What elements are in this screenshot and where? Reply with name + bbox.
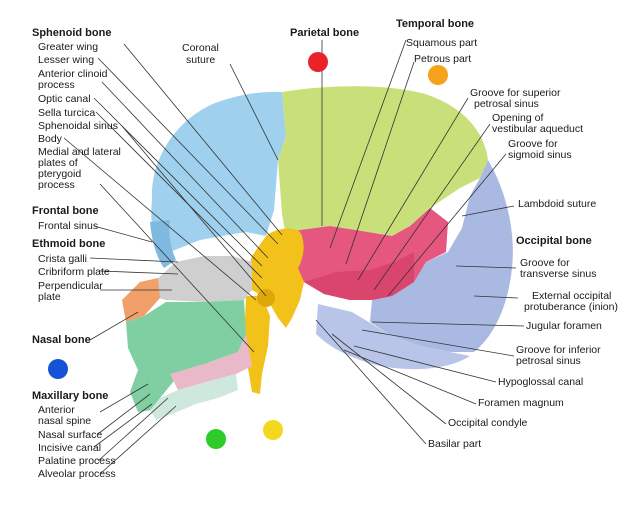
pterygoid-plates-region: [244, 296, 270, 394]
occipital-lower-region: [316, 304, 470, 370]
marker-red[interactable]: [308, 52, 328, 72]
label-optic-canal: Optic canal: [38, 93, 91, 105]
label-squamous-part: Squamous part: [406, 37, 477, 49]
label-frontal-sinus: Frontal sinus: [38, 220, 98, 232]
label-anterior-clinoid-2: process: [38, 79, 75, 91]
label-maxillary-bone: Maxillary bone: [32, 390, 108, 402]
label-ext-occipital-1: External occipital: [532, 290, 611, 302]
marker-yellow[interactable]: [263, 420, 283, 440]
marker-green[interactable]: [206, 429, 226, 449]
label-pterygoid-1: Medial and lateral: [38, 146, 121, 158]
label-groove-sigmoid-1: Groove for: [508, 138, 558, 150]
label-incisive-canal: Incisive canal: [38, 442, 101, 454]
label-occipital-condyle: Occipital condyle: [448, 417, 528, 429]
label-groove-sup-petrosal-1: Groove for superior: [470, 87, 561, 99]
marker-blue[interactable]: [48, 359, 68, 379]
leader-lines: [63, 39, 525, 475]
label-perpendicular-plate-1: Perpendicular: [38, 280, 103, 292]
maxillary-bone-region: [126, 300, 246, 412]
label-groove-sup-petrosal-2: petrosal sinus: [474, 98, 539, 110]
label-groove-transverse-1: Groove for: [520, 257, 570, 269]
petrous-part-region: [304, 252, 414, 300]
frontal-bone-region: [151, 91, 286, 256]
label-sphenoidal-sinus: Sphenoidal sinus: [38, 120, 118, 132]
label-ext-occipital-2: protuberance (inion): [524, 301, 618, 313]
skull-illustration: [122, 86, 513, 420]
label-parietal-bone: Parietal bone: [290, 27, 359, 39]
sphenoidal-sinus-region: [257, 289, 275, 307]
label-ethmoid-bone: Ethmoid bone: [32, 238, 105, 250]
label-alveolar-process: Alveolar process: [38, 468, 116, 480]
label-perpendicular-plate-2: plate: [38, 291, 61, 303]
label-groove-sigmoid-2: sigmoid sinus: [508, 149, 572, 161]
label-body: Body: [38, 133, 63, 145]
label-lesser-wing: Lesser wing: [38, 54, 94, 66]
label-coronal-suture-2: suture: [186, 54, 215, 66]
label-groove-transverse-2: transverse sinus: [520, 268, 596, 280]
label-palatine-process: Palatine process: [38, 455, 116, 467]
sphenoid-bone-region: [246, 228, 304, 328]
label-frontal-bone: Frontal bone: [32, 205, 99, 217]
label-anterior-nasal-spine-2: nasal spine: [38, 415, 91, 427]
label-anterior-clinoid-1: Anterior clinoid: [38, 68, 108, 80]
label-coronal-suture-1: Coronal: [182, 42, 219, 54]
label-crista-galli: Crista galli: [38, 253, 87, 265]
label-groove-inf-petrosal-2: petrosal sinus: [516, 355, 581, 367]
marker-orange[interactable]: [428, 65, 448, 85]
label-vestibular-aqueduct-1: Opening of: [492, 112, 543, 124]
parietal-bone-region: [278, 86, 488, 236]
labels: Sphenoid bone Greater wing Lesser wing A…: [32, 18, 618, 480]
label-basilar-part: Basilar part: [428, 438, 481, 450]
label-foramen-magnum: Foramen magnum: [478, 397, 564, 409]
label-hypoglossal-canal: Hypoglossal canal: [498, 376, 583, 388]
label-nasal-bone: Nasal bone: [32, 334, 91, 346]
markers: [48, 52, 448, 449]
label-pterygoid-3: pterygoid: [38, 168, 81, 180]
label-groove-inf-petrosal-1: Groove for inferior: [516, 344, 601, 356]
nasal-bone-region: [122, 278, 160, 322]
label-temporal-bone: Temporal bone: [396, 18, 474, 30]
alveolar-region: [150, 374, 238, 420]
label-vestibular-aqueduct-2: vestibular aqueduct: [492, 123, 583, 135]
label-lambdoid-suture: Lambdoid suture: [518, 198, 596, 210]
label-pterygoid-2: plates of: [38, 157, 78, 169]
frontal-sinus-region: [150, 220, 176, 268]
palatine-bone-region: [170, 334, 252, 390]
label-anterior-nasal-spine-1: Anterior: [38, 404, 75, 416]
occipital-bone-region: [370, 160, 513, 352]
label-pterygoid-4: process: [38, 179, 75, 191]
label-sphenoid-bone: Sphenoid bone: [32, 27, 111, 39]
label-cribriform-plate: Cribriform plate: [38, 266, 110, 278]
label-jugular-foramen: Jugular foramen: [526, 320, 602, 332]
label-greater-wing: Greater wing: [38, 41, 98, 53]
label-sella-turcica: Sella turcica: [38, 107, 95, 119]
label-occipital-bone: Occipital bone: [516, 235, 592, 247]
label-nasal-surface: Nasal surface: [38, 429, 102, 441]
label-petrous-part: Petrous part: [414, 53, 471, 65]
